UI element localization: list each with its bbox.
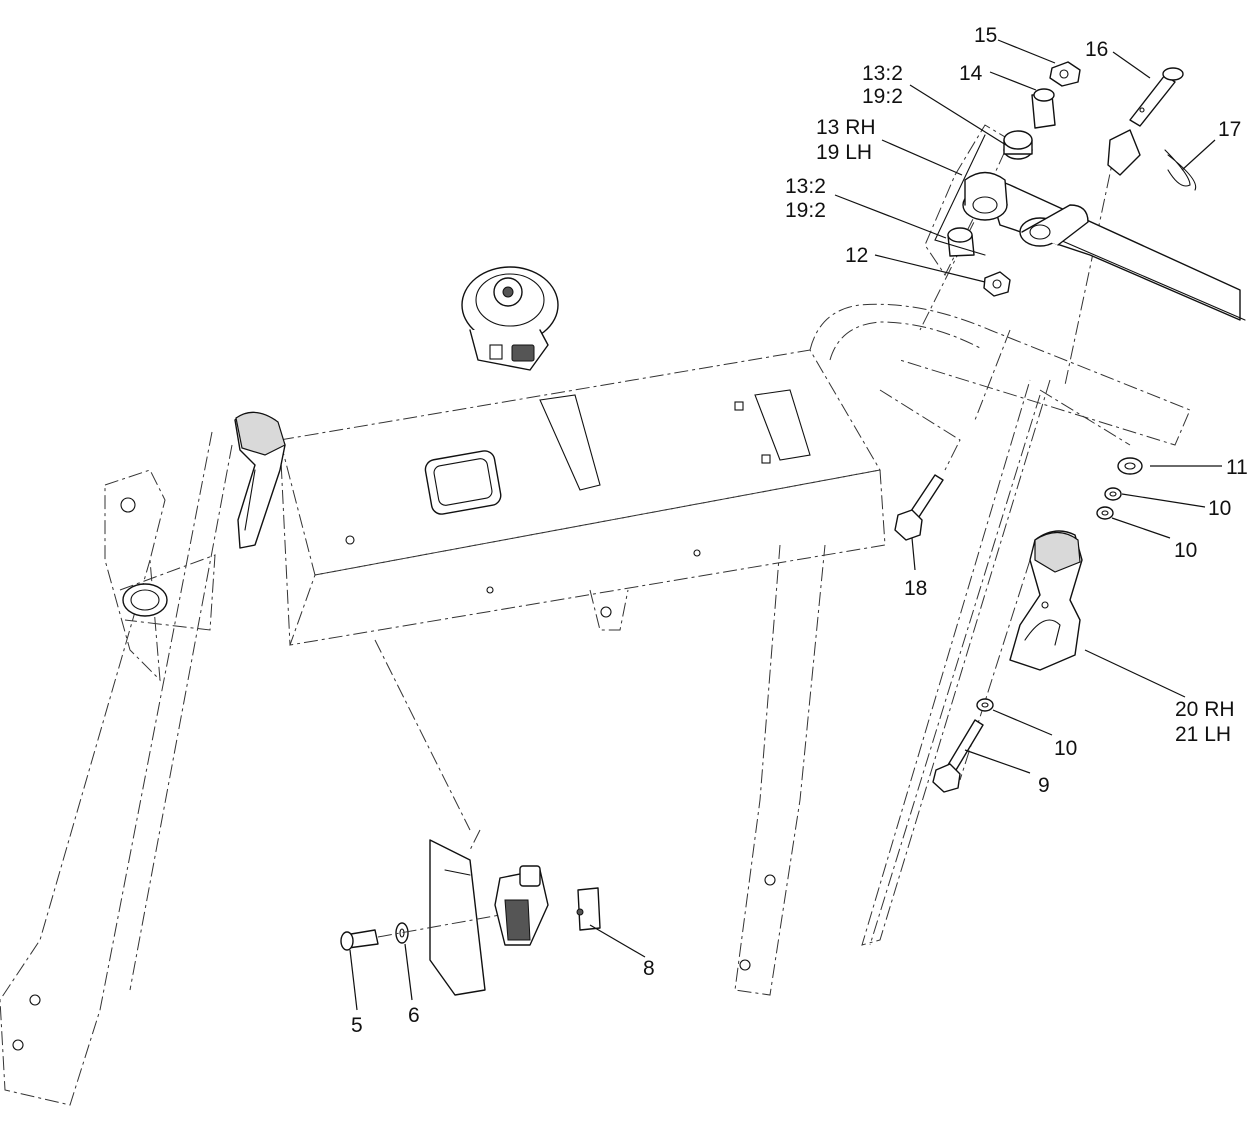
callout-labels: 15 16 14 17 13:2 19:2 13 RH 19 LH 13:2 1…	[351, 24, 1248, 1037]
frame-phantom	[0, 124, 1191, 1106]
callout-13-lower-line1: 13:2	[785, 175, 826, 198]
callout-12: 12	[845, 244, 868, 267]
callout-14: 14	[959, 62, 983, 85]
callout-13rh-line2: 19 LH	[816, 141, 872, 164]
pivot-linkage	[934, 61, 1246, 321]
callout-11: 11	[1226, 456, 1248, 479]
callout-8: 8	[643, 957, 655, 980]
callout-20rh-line1: 20 RH	[1175, 698, 1235, 721]
callout-5: 5	[351, 1014, 363, 1037]
callout-10-b: 10	[1174, 539, 1197, 562]
leader-lines	[349, 39, 1222, 1011]
callout-15: 15	[974, 24, 997, 47]
callout-10-a: 10	[1208, 497, 1231, 520]
right-control-lever	[894, 457, 1143, 793]
interlock-switch-assembly	[340, 839, 601, 996]
callout-18: 18	[904, 577, 927, 600]
key-switch-assembly	[461, 266, 559, 371]
callout-13-lower-line2: 19:2	[785, 199, 826, 222]
callout-6: 6	[408, 1004, 420, 1027]
callout-13-upper-line1: 13:2	[862, 62, 903, 85]
callout-20rh-line2: 21 LH	[1175, 723, 1231, 746]
callout-13rh-line1: 13 RH	[816, 116, 876, 139]
frame-details	[12, 389, 811, 1051]
callout-9: 9	[1038, 774, 1050, 797]
left-control-lever	[122, 411, 286, 617]
callout-16: 16	[1085, 38, 1108, 61]
callout-17: 17	[1218, 118, 1241, 141]
callout-13-upper-line2: 19:2	[862, 85, 903, 108]
callout-10-c: 10	[1054, 737, 1077, 760]
